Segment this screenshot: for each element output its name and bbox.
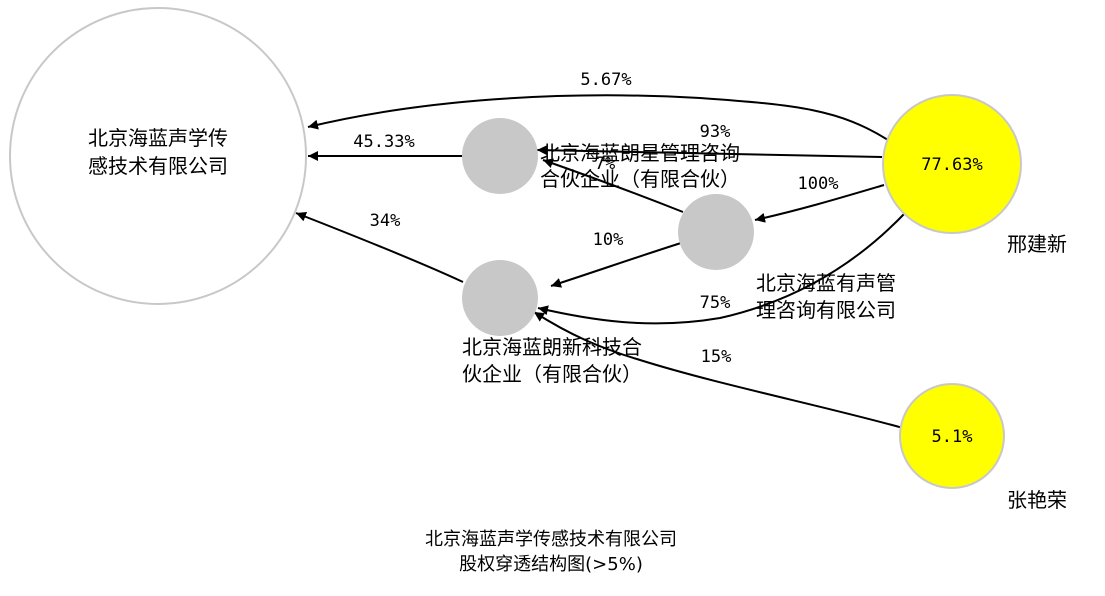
root-company-name-line1: 北京海蓝声学传 — [88, 126, 228, 150]
diagram-title-line2: 股权穿透结构图(>5%) — [459, 554, 643, 575]
edge-zhang-to-langxin — [533, 311, 904, 429]
edge-label-langxing-root: 45.33% — [353, 132, 414, 152]
langxing-name-line1: 北京海蓝朗星管理咨询 — [540, 141, 740, 165]
zhang-person-node — [899, 383, 1005, 489]
edge-xing-to-youshen — [754, 184, 885, 223]
xing-person-name: 邢建新 — [1007, 232, 1067, 256]
edge-youshen-to-langxin — [550, 242, 682, 288]
edge-youshen-to-langxing — [542, 158, 684, 213]
edge-xing-to-root — [307, 94, 889, 141]
edge-label-xing-langxing: 93% — [700, 122, 731, 142]
zhang-person-pct: 5.1% — [932, 427, 973, 447]
youshen-name-line1: 北京海蓝有声管 — [756, 271, 896, 295]
langxing-node — [462, 118, 538, 194]
edge-label-youshen-langxin: 10% — [593, 230, 624, 250]
edge-label-xing-root: 5.67% — [580, 70, 631, 90]
diagram-title-line1: 北京海蓝声学传感技术有限公司 — [425, 529, 677, 550]
youshen-node — [678, 194, 754, 270]
edge-label-youshen-langxing: 7% — [595, 154, 615, 174]
edge-xing-to-langxin — [537, 212, 906, 325]
langxin-name-line1: 北京海蓝朗新科技合 — [462, 335, 642, 359]
zhang-person-name: 张艳荣 — [1007, 488, 1067, 512]
langxin-node — [462, 260, 538, 336]
root-company-name-line2: 感技术有限公司 — [88, 154, 228, 178]
edge-xing-to-langxing — [536, 145, 883, 158]
edge-label-langxin-root: 34% — [370, 211, 401, 231]
xing-person-pct: 77.63% — [921, 155, 982, 175]
youshen-name-line2: 理咨询有限公司 — [756, 298, 896, 322]
root-company-node — [9, 7, 307, 305]
langxin-name-line2: 伙企业（有限合伙） — [462, 362, 642, 386]
xing-person-node — [882, 94, 1022, 234]
edge-label-zhang-langxin: 15% — [701, 347, 732, 367]
edge-label-xing-langxin: 75% — [700, 293, 731, 313]
edge-label-xing-youshen: 100% — [798, 174, 839, 194]
edge-langxin-to-root — [295, 211, 464, 283]
langxing-name-line2: 合伙企业（有限合伙） — [540, 167, 740, 191]
